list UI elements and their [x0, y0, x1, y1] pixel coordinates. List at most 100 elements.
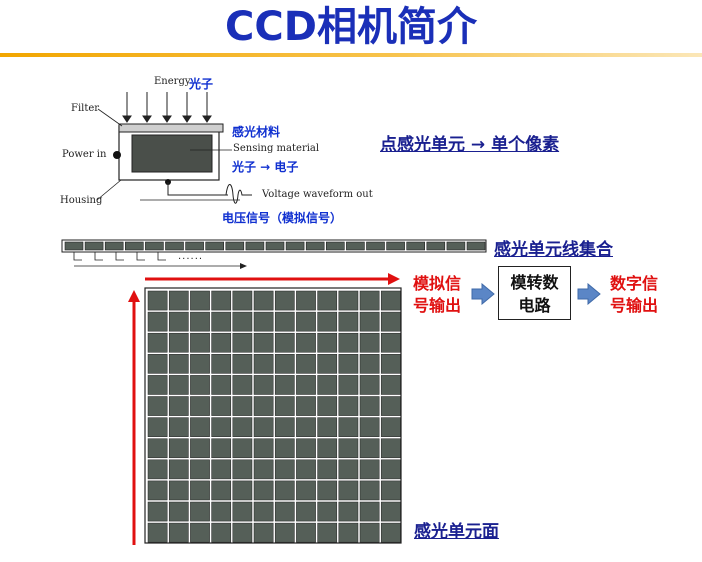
area-cell	[317, 438, 338, 459]
area-cell	[232, 375, 253, 395]
area-cell	[147, 311, 168, 332]
area-cell	[317, 354, 338, 374]
area-cell	[296, 417, 316, 437]
area-cell	[232, 438, 253, 459]
area-cell	[274, 438, 295, 459]
area-cell	[317, 332, 338, 353]
area-cell	[317, 417, 338, 437]
area-cell	[168, 354, 189, 374]
area-cell	[338, 375, 359, 395]
area-cell	[147, 438, 168, 459]
area-cell	[190, 438, 210, 459]
area-cell	[168, 459, 189, 480]
area-cell	[168, 375, 189, 395]
area-cell	[274, 417, 295, 437]
housing-label: Housing	[60, 195, 103, 206]
area-cell	[211, 522, 232, 543]
area-cell	[232, 501, 253, 522]
area-cell	[380, 480, 401, 501]
area-cell	[190, 417, 210, 437]
area-cell	[274, 332, 295, 353]
area-cell	[168, 311, 189, 332]
area-cell	[359, 480, 380, 501]
area-cell	[253, 522, 274, 543]
area-cell	[380, 332, 401, 353]
line-array-dots: ......	[178, 251, 204, 262]
area-cell	[274, 480, 295, 501]
sensing-en-label: Sensing material	[233, 143, 320, 154]
area-cell	[211, 290, 232, 311]
area-cell	[147, 354, 168, 374]
line-cell	[426, 241, 446, 251]
area-cell	[147, 417, 168, 437]
sensor-diagram	[96, 92, 252, 204]
area-cell	[296, 522, 316, 543]
area-cell	[359, 332, 380, 353]
area-cell	[211, 375, 232, 395]
area-cell	[296, 332, 316, 353]
area-cell	[359, 290, 380, 311]
area-cell	[338, 438, 359, 459]
area-cell	[211, 354, 232, 374]
area-cell	[338, 522, 359, 543]
area-cell	[296, 354, 316, 374]
area-cell	[253, 417, 274, 437]
area-cell	[168, 396, 189, 416]
area-cell	[211, 417, 232, 437]
area-cell	[338, 354, 359, 374]
area-cell	[380, 438, 401, 459]
area-cell	[274, 501, 295, 522]
area-cell	[380, 501, 401, 522]
area-cell	[147, 480, 168, 501]
area-cell	[232, 522, 253, 543]
area-cell	[338, 290, 359, 311]
line-cell	[386, 241, 405, 251]
area-cell	[274, 396, 295, 416]
line-cell	[305, 241, 325, 251]
area-cell	[253, 396, 274, 416]
area-cell	[359, 438, 380, 459]
output-wire	[167, 182, 228, 196]
area-cell	[211, 311, 232, 332]
adc-box: 模转数 电路	[498, 266, 571, 320]
energy-arrows	[122, 92, 212, 123]
filter-plate	[118, 123, 224, 133]
area-cell	[147, 522, 168, 543]
area-cell	[274, 522, 295, 543]
power-knob	[113, 151, 121, 159]
area-cell	[338, 501, 359, 522]
waveform-icon	[225, 184, 252, 204]
area-cell	[168, 417, 189, 437]
line-cell	[205, 241, 224, 251]
area-cell	[380, 375, 401, 395]
line-cell	[446, 241, 466, 251]
line-cell	[104, 241, 124, 251]
area-cell	[147, 459, 168, 480]
line-cell	[406, 241, 426, 251]
area-array-label: 感光单元面	[414, 522, 499, 542]
area-cell	[253, 311, 274, 332]
area-cell	[211, 501, 232, 522]
energy-label: Energy	[154, 76, 191, 87]
area-cell	[232, 459, 253, 480]
area-cell	[359, 459, 380, 480]
area-cell	[253, 375, 274, 395]
area-cell	[359, 354, 380, 374]
line-array-label: 感光单元线集合	[494, 240, 613, 260]
point-element-label: 点感光单元 → 单个像素	[380, 135, 560, 155]
line-array	[61, 239, 487, 269]
area-cell	[380, 522, 401, 543]
area-cell	[359, 501, 380, 522]
digital-output-label: 数字信 号输出	[609, 274, 658, 315]
area-cell	[274, 311, 295, 332]
area-cell	[232, 354, 253, 374]
area-cell	[147, 332, 168, 353]
line-cell	[64, 241, 84, 251]
area-cell	[274, 354, 295, 374]
area-cell	[190, 375, 210, 395]
area-cell	[317, 375, 338, 395]
title-underline	[0, 53, 702, 57]
voltage-label: Voltage waveform out	[262, 189, 373, 200]
area-cell	[190, 311, 210, 332]
area-cell	[296, 480, 316, 501]
